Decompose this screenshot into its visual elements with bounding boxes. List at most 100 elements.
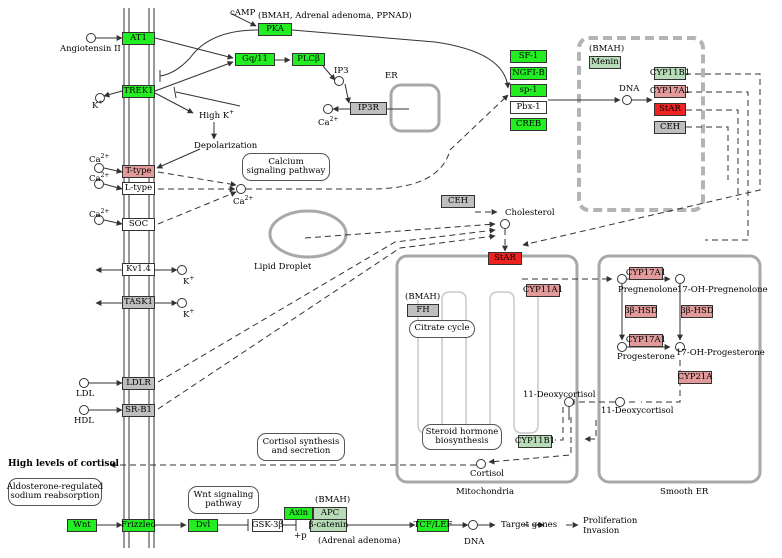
node-kv14[interactable]: Kv1.4 (122, 263, 155, 276)
node-at1[interactable]: AT1 (122, 32, 155, 45)
compound-hdl[interactable] (79, 405, 89, 415)
label-smooth-er: Smooth ER (660, 487, 709, 497)
pathway-steroid-hormone[interactable]: Steroid hormone biosynthesis (422, 424, 502, 450)
compound-17oh-progesterone[interactable] (675, 342, 685, 352)
node-creb[interactable]: CREB (510, 118, 547, 131)
node-tcf-lef[interactable]: TCF/LEF (413, 519, 453, 532)
label-k-kv: K+ (183, 275, 195, 287)
compound-ldl[interactable] (79, 378, 89, 388)
compound-11-deoxycortisol-er[interactable] (615, 397, 625, 407)
compound-ca-ttype[interactable] (94, 163, 104, 173)
label-invasion: Invasion (583, 526, 620, 536)
ca-text-3: Ca (89, 173, 101, 184)
node-trek1[interactable]: TREK1 (122, 85, 155, 98)
node-gsk3b[interactable]: GSK-3β (251, 519, 284, 532)
node-axin[interactable]: Axin (284, 507, 313, 520)
node-wnt[interactable]: Wnt (67, 519, 97, 532)
compound-pregnenolone[interactable] (617, 274, 627, 284)
compound-11-deoxycortisol-mito[interactable] (564, 397, 574, 407)
label-ip3: IP3 (334, 66, 349, 76)
node-sr-b1[interactable]: SR-B1 (122, 404, 155, 417)
node-fh[interactable]: FH (407, 304, 439, 317)
pathway-wnt-signaling[interactable]: Wnt signaling pathway (188, 486, 259, 514)
compound-ca-er[interactable] (323, 104, 333, 114)
label-ca-soc: Ca2+ (89, 208, 109, 220)
compound-ca-soc[interactable] (94, 215, 104, 225)
k-charge-2: + (189, 275, 195, 282)
ca-text: Ca (318, 117, 330, 128)
compound-ca-cyto[interactable] (236, 184, 246, 194)
er-compartment (389, 83, 441, 133)
smooth-er-compartment (597, 254, 762, 484)
aldosterone-line2: sodium reabsorption (10, 491, 100, 501)
label-k-trek: K+ (92, 99, 103, 111)
compound-k-task[interactable] (177, 298, 187, 308)
node-plcb[interactable]: PLCβ (292, 53, 325, 66)
node-pbx1[interactable]: Pbx-1 (510, 101, 547, 114)
pathway-citrate-cycle[interactable]: Citrate cycle (409, 320, 475, 338)
label-plus-p: +p (294, 531, 307, 541)
node-cyp17a1-a[interactable]: CYP17A1 (625, 267, 667, 280)
node-cyp17a1-b[interactable]: CYP17A1 (625, 334, 667, 347)
node-ip3r[interactable]: IP3R (350, 102, 387, 115)
label-depolarization: Depolarization (194, 141, 258, 151)
label-ldl: LDL (76, 389, 95, 399)
compound-cholesterol[interactable] (500, 219, 510, 229)
label-high-cortisol: High levels of cortisol (8, 459, 119, 469)
node-ceh-top[interactable]: CEH (654, 121, 686, 134)
compound-angiotensin[interactable] (86, 33, 96, 43)
label-lipid-droplet: Lipid Droplet (254, 262, 312, 272)
wnt-line2: pathway (205, 499, 242, 509)
node-sf1[interactable]: SF-1 (510, 50, 547, 63)
node-cyp17a1-top[interactable]: CYP17A1 (649, 85, 691, 98)
node-cyp11b1-top[interactable]: CYP11B1 (649, 67, 691, 80)
node-dvl[interactable]: Dvl (188, 519, 218, 532)
node-beta-catenin[interactable]: β-catenin (308, 519, 349, 532)
node-ldlr[interactable]: LDLR (122, 377, 155, 390)
label-progesterone: Progesterone (617, 352, 675, 362)
pathway-aldosterone[interactable]: Aldosterone-regulated sodium reabsorptio… (7, 478, 103, 506)
pathway-calcium-signaling[interactable]: Calcium signaling pathway (242, 153, 330, 181)
node-ceh-mid[interactable]: CEH (441, 195, 475, 208)
label-bmah-wnt: (BMAH) (315, 495, 351, 505)
compound-dna-top[interactable] (622, 95, 632, 105)
k-charge-3: + (189, 308, 195, 315)
compound-17oh-pregnenolone[interactable] (675, 274, 685, 284)
label-mitochondria: Mitochondria (456, 487, 515, 497)
node-frizzled[interactable]: Frizzled (121, 519, 156, 532)
compound-k-kv[interactable] (177, 265, 187, 275)
node-gq11[interactable]: Gq/11 (235, 53, 275, 66)
node-task1[interactable]: TASK1 (122, 296, 155, 309)
compound-ip3[interactable] (334, 76, 344, 86)
node-l-type[interactable]: L-type (122, 182, 155, 195)
compound-progesterone[interactable] (617, 342, 627, 352)
ca-charge-5: 2+ (244, 195, 254, 202)
node-star-top[interactable]: StAR (654, 103, 686, 116)
compound-k-trek[interactable] (95, 93, 105, 103)
label-ca-er: Ca2+ (318, 116, 338, 128)
node-cyp21a[interactable]: CYP21A (677, 371, 713, 384)
node-soc[interactable]: SOC (122, 218, 155, 231)
pathway-cortisol-synthesis[interactable]: Cortisol synthesis and secretion (257, 433, 345, 461)
node-pka[interactable]: PKA (258, 23, 292, 36)
node-ngfib[interactable]: NGFI-B (510, 67, 547, 80)
label-11-deoxycortisol-mito: 11-Deoxycortisol (523, 390, 596, 400)
label-cholesterol: Cholesterol (505, 208, 555, 218)
node-star-mid[interactable]: StAR (488, 252, 522, 265)
label-camp: cAMP (230, 8, 256, 18)
node-3b-hsd-a[interactable]: 3β-HSD (624, 305, 658, 318)
ca-charge-3: 2+ (100, 172, 110, 179)
compound-dna-bottom[interactable] (468, 520, 478, 530)
node-menin[interactable]: Menin (589, 56, 621, 69)
compound-cortisol[interactable] (476, 459, 486, 469)
node-sp1[interactable]: sp-1 (510, 84, 547, 97)
lipid-droplet (268, 209, 348, 259)
compound-ca-ltype[interactable] (94, 179, 104, 189)
node-3b-hsd-b[interactable]: 3β-HSD (680, 305, 714, 318)
label-cortisol: Cortisol (470, 469, 505, 479)
node-cyp11a1[interactable]: CYP11A1 (522, 284, 564, 297)
calcium-line2: signaling pathway (246, 166, 326, 176)
node-cyp11b1-bot[interactable]: CYP11B1 (514, 435, 556, 448)
node-t-type[interactable]: T-type (122, 165, 155, 178)
